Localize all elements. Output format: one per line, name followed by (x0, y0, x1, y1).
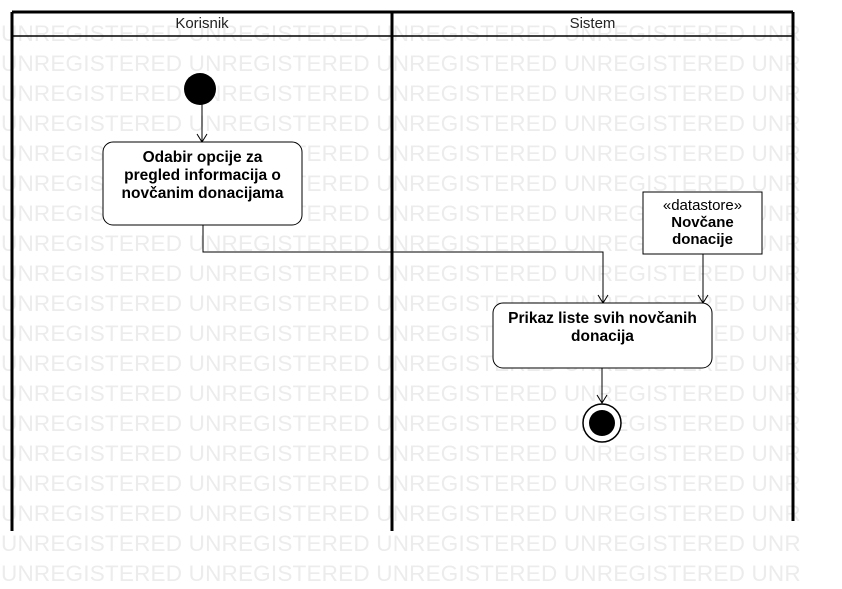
watermark-text: UNREGISTERED UNREGISTERED UNREGISTERED U… (1, 51, 801, 76)
watermark-text: UNREGISTERED UNREGISTERED UNREGISTERED U… (1, 501, 801, 526)
watermark-text: UNREGISTERED UNREGISTERED UNREGISTERED U… (1, 111, 801, 136)
watermark-text: UNREGISTERED UNREGISTERED UNREGISTERED U… (1, 411, 801, 436)
action-show-list-label: Prikaz liste svih novčanih donacija (493, 310, 712, 346)
flows (201, 104, 704, 403)
action-show-list (492, 302, 713, 369)
datastore-name-line-2: donacije (672, 231, 733, 248)
lane-header-sistem: Sistem (569, 15, 616, 32)
action-select-option (102, 141, 303, 226)
datastore-node (642, 191, 763, 255)
action-select-option-line-1: Odabir opcije za (142, 149, 263, 166)
action-select-option-label: Odabir opcije za pregled informacija o n… (103, 149, 302, 203)
watermark-text: UNREGISTERED UNREGISTERED UNREGISTERED U… (1, 381, 801, 406)
action-show-list-line-1: Prikaz liste svih novčanih (508, 310, 697, 327)
datastore-label: «datastore» Novčane donacije (643, 197, 762, 248)
datastore-stereotype: «datastore» (662, 197, 743, 214)
watermark-text: UNREGISTERED UNREGISTERED UNREGISTERED U… (1, 261, 801, 286)
watermark-text: UNREGISTERED UNREGISTERED UNREGISTERED U… (1, 441, 801, 466)
datastore-name-line-1: Novčane (671, 214, 734, 231)
action-show-list-line-2: donacija (571, 328, 634, 345)
watermark-text: UNREGISTERED UNREGISTERED UNREGISTERED U… (1, 471, 801, 496)
arrowhead-final (596, 394, 608, 404)
swimlane-frame (10, 10, 795, 531)
action-select-option-line-2: pregled informacija o (124, 167, 281, 184)
action-select-option-line-3: novčanim donacijama (121, 185, 284, 202)
watermark-text: UNREGISTERED UNREGISTERED UNREGISTERED U… (1, 81, 801, 106)
lane-header-korisnik: Korisnik (175, 15, 229, 32)
initial-node (184, 73, 216, 105)
watermark-text: UNREGISTERED UNREGISTERED UNREGISTERED U… (1, 21, 801, 46)
watermark-text: UNREGISTERED UNREGISTERED UNREGISTERED U… (1, 531, 801, 556)
flow-select-to-list (202, 225, 604, 303)
final-node-core (589, 410, 615, 436)
